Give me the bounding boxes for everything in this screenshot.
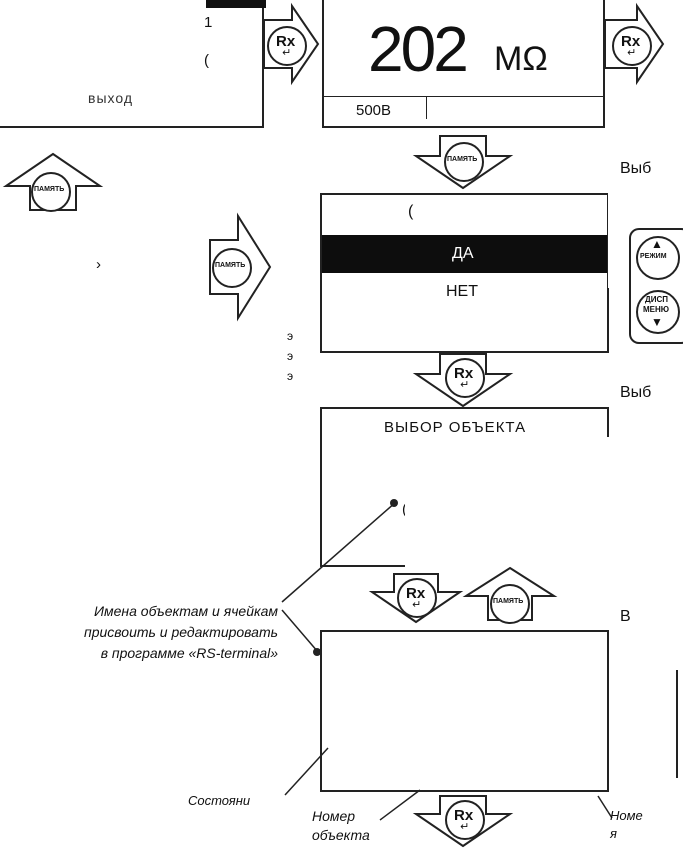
names-annotation-line-2: присвоить и редактировать: [84, 624, 278, 640]
names-annotation-line-3: в программе «RS-terminal»: [100, 645, 278, 661]
resistance-value: 202: [368, 13, 469, 85]
cell-screen: [320, 630, 609, 792]
right-frame-edge: [676, 670, 682, 778]
enter-icon: ↵: [627, 47, 637, 59]
memory-button[interactable]: ПАМЯТЬ: [212, 248, 252, 288]
rx-icon: Rx: [276, 33, 296, 50]
fragment-text: Выб: [620, 384, 652, 401]
status-divider: [324, 96, 603, 97]
measurement-screen: 202 MΩ 500В: [322, 0, 605, 128]
option-no-label[interactable]: НЕТ: [446, 283, 478, 300]
names-annotation-line-1: Имена объектам и ячейкам: [94, 603, 278, 619]
memory-button[interactable]: ПАМЯТЬ: [444, 142, 484, 182]
left-screen-line-2: (: [204, 52, 209, 69]
fragment-text: э: [287, 349, 294, 363]
memory-button[interactable]: ПАМЯТЬ: [31, 172, 71, 212]
rx-button[interactable]: Rx ↵: [267, 26, 307, 66]
fragment-text: э: [287, 329, 294, 343]
left-screen-line-1: 1: [204, 14, 213, 31]
resistance-unit: MΩ: [494, 40, 548, 78]
rx-icon: Rx: [406, 585, 426, 602]
rx-button[interactable]: Rx ↵: [397, 578, 437, 618]
screen-header-bar: [206, 0, 266, 8]
fragment-text: Состояни: [188, 793, 251, 808]
left-screen-exit: выход: [88, 90, 133, 106]
object-select-mark: (: [402, 501, 407, 518]
object-number-label-1: Номер: [312, 808, 356, 824]
display-icon: ДИСП: [645, 295, 668, 304]
fragment-text: я: [610, 826, 617, 841]
rx-button[interactable]: Rx ↵: [445, 800, 485, 840]
fragment-text: э: [287, 369, 294, 383]
enter-icon: ↵: [460, 379, 470, 391]
fragment-text: ›: [96, 256, 101, 273]
fragment-text: Номе: [610, 808, 643, 823]
occluded-area: [405, 437, 615, 567]
fragment-text: В: [620, 608, 631, 625]
mode-button[interactable]: ▲ РЕЖИМ: [636, 236, 680, 280]
display-menu-button[interactable]: ДИСП МЕНЮ ▼: [636, 290, 680, 334]
up-arrow-icon: ▲: [651, 237, 663, 251]
test-voltage: 500В: [356, 102, 392, 119]
memory-icon: ПАМЯТЬ: [493, 598, 524, 605]
option-yes-label: ДА: [452, 245, 474, 262]
occluded-area: [0, 226, 100, 236]
memory-icon: ПАМЯТЬ: [215, 262, 246, 269]
rx-icon: Rx: [454, 365, 474, 382]
option-yes-row[interactable]: ДА: [322, 235, 607, 273]
confirm-screen: ( ДА НЕТ: [320, 193, 609, 353]
enter-icon: ↵: [460, 821, 470, 833]
object-number-label-2: объекта: [312, 827, 370, 843]
object-select-title: ВЫБОР ОБЪЕКТА: [384, 419, 527, 436]
occluded-area: [100, 228, 160, 320]
enter-icon: ↵: [282, 47, 292, 59]
left-top-screen: 1 ( выход: [0, 0, 266, 128]
down-arrow-icon: ▼: [651, 315, 663, 329]
menu-icon: МЕНЮ: [643, 305, 670, 314]
memory-button[interactable]: ПАМЯТЬ: [490, 584, 530, 624]
memory-icon: ПАМЯТЬ: [34, 186, 65, 193]
mode-icon: РЕЖИМ: [640, 253, 667, 260]
enter-icon: ↵: [412, 599, 422, 611]
rx-button[interactable]: Rx ↵: [445, 358, 485, 398]
rx-icon: Rx: [621, 33, 641, 50]
rx-button[interactable]: Rx ↵: [612, 26, 652, 66]
confirm-title: (: [408, 203, 414, 220]
status-separator: [426, 97, 427, 119]
fragment-text: Выб: [620, 160, 652, 177]
rx-icon: Rx: [454, 807, 474, 824]
memory-icon: ПАМЯТЬ: [447, 156, 478, 163]
